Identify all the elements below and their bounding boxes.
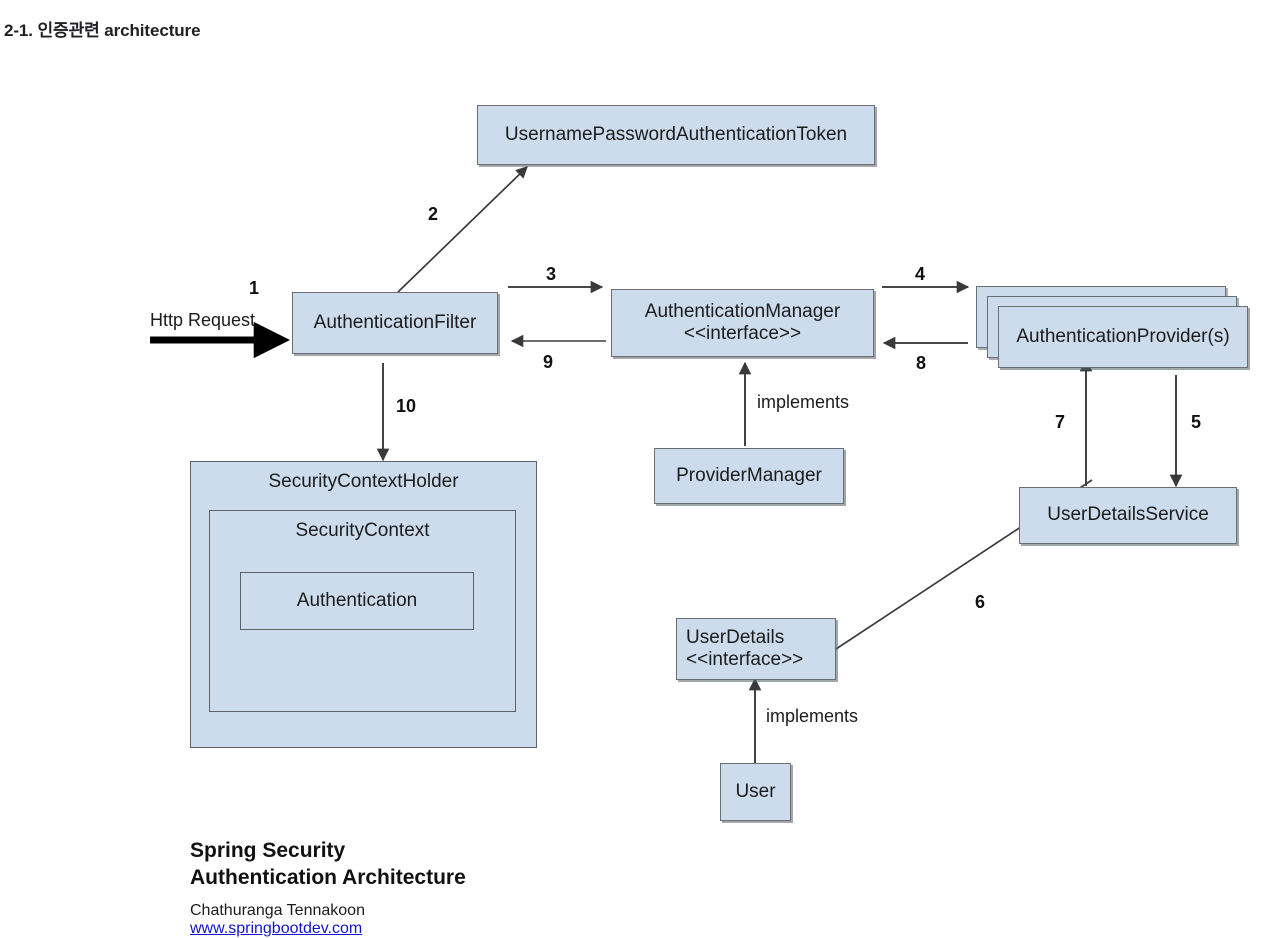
caption-block: Spring Security Authentication Architect… <box>190 838 610 938</box>
node-label: User <box>735 780 776 802</box>
relation-label-implements-user: implements <box>766 706 859 726</box>
edge-number-2: 2 <box>428 204 439 224</box>
caption-title-line1: Spring Security <box>190 839 346 862</box>
node-user-details[interactable]: UserDetails <<interface>> <box>676 618 836 680</box>
node-label: SecurityContext <box>295 520 430 541</box>
node-label: UserDetailsService <box>1047 504 1209 526</box>
node-label: ProviderManager <box>676 464 822 486</box>
node-user-details-service[interactable]: UserDetailsService <box>1019 487 1237 544</box>
node-label: AuthenticationProvider(s) <box>1016 325 1230 347</box>
edge-label-http-request: Http Request <box>150 310 256 330</box>
node-label: AuthenticationFilter <box>313 311 477 333</box>
edge-number-4: 4 <box>915 264 926 284</box>
node-authentication-providers[interactable]: AuthenticationProvider(s) <box>998 306 1248 368</box>
caption-author: Chathuranga Tennakoon <box>190 901 365 919</box>
architecture-diagram: UsernamePasswordAuthenticationToken Auth… <box>0 60 1280 937</box>
node-label: UsernamePasswordAuthenticationToken <box>504 123 848 145</box>
edge-number-1: 1 <box>249 278 260 298</box>
edge-number-8: 8 <box>916 353 927 373</box>
node-username-password-authentication-token[interactable]: UsernamePasswordAuthenticationToken <box>477 105 875 165</box>
node-provider-manager[interactable]: ProviderManager <box>654 448 844 504</box>
edge-number-7: 7 <box>1055 412 1066 432</box>
node-user[interactable]: User <box>720 763 791 821</box>
node-authentication[interactable]: Authentication <box>240 572 474 630</box>
relation-label-implements-provider-manager: implements <box>757 392 850 412</box>
node-stereotype: <<interface>> <box>683 323 802 344</box>
caption-link[interactable]: www.springbootdev.com <box>190 919 363 937</box>
node-label: SecurityContextHolder <box>268 471 459 492</box>
edge-number-6: 6 <box>975 592 986 612</box>
node-label: AuthenticationManager <box>644 300 841 322</box>
node-label: Authentication <box>296 589 418 611</box>
node-stereotype: <<interface>> <box>686 649 804 670</box>
page-title: 2-1. 인증관련 architecture <box>4 21 201 40</box>
caption-title-line2: Authentication Architecture <box>190 865 466 889</box>
edge-number-3: 3 <box>546 264 557 284</box>
node-authentication-filter[interactable]: AuthenticationFilter <box>292 292 498 354</box>
edge-number-5: 5 <box>1191 412 1202 432</box>
edge-number-10: 10 <box>396 396 417 416</box>
edge-number-9: 9 <box>543 352 554 372</box>
node-authentication-manager[interactable]: AuthenticationManager <<interface>> <box>611 289 874 357</box>
edge-2-filter-to-token <box>397 166 528 293</box>
node-label: UserDetails <box>686 626 785 648</box>
